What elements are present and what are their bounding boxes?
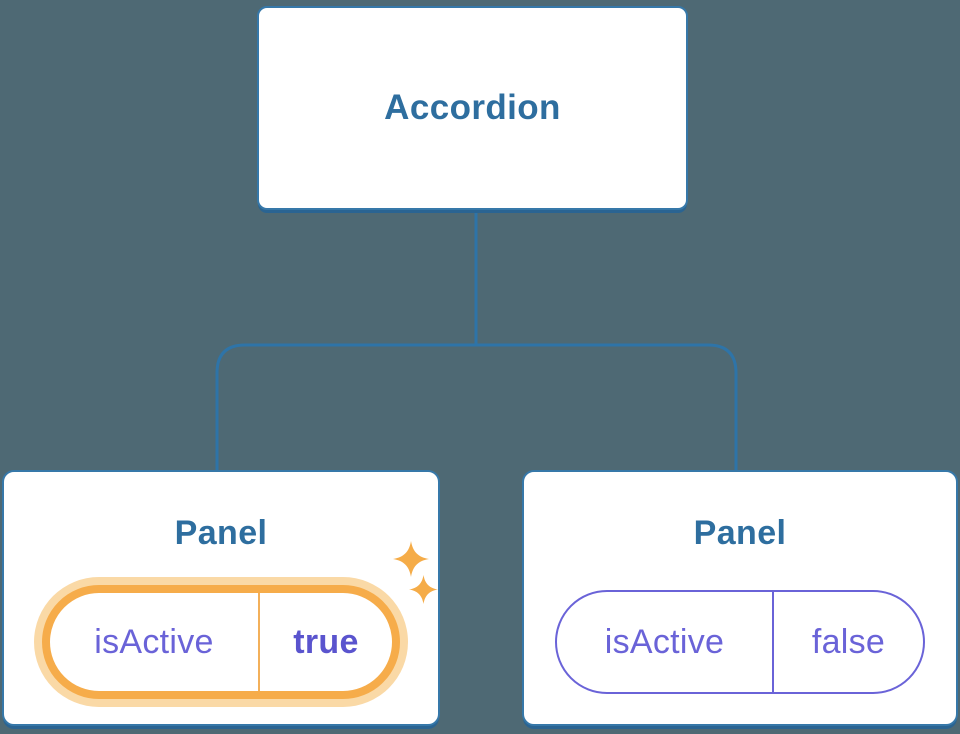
state-value: false — [811, 622, 886, 661]
sparkle-icon — [393, 541, 429, 577]
node-panel-inactive: Panel isActive false — [522, 470, 958, 726]
node-accordion: Accordion — [257, 6, 688, 210]
node-panel-active: Panel isActive true — [2, 470, 440, 726]
state-key: isActive — [94, 622, 214, 661]
state-value: true — [293, 622, 359, 661]
panel-title: Panel — [174, 514, 268, 552]
state-pill-inactive: isActive false — [555, 590, 925, 694]
state-pill-active: isActive true — [42, 585, 400, 699]
sparkle-icon — [409, 575, 438, 604]
pill-divider — [772, 592, 774, 692]
state-key: isActive — [604, 622, 725, 661]
pill-divider — [258, 593, 260, 691]
accordion-label: Accordion — [384, 88, 561, 127]
panel-title: Panel — [693, 514, 787, 552]
